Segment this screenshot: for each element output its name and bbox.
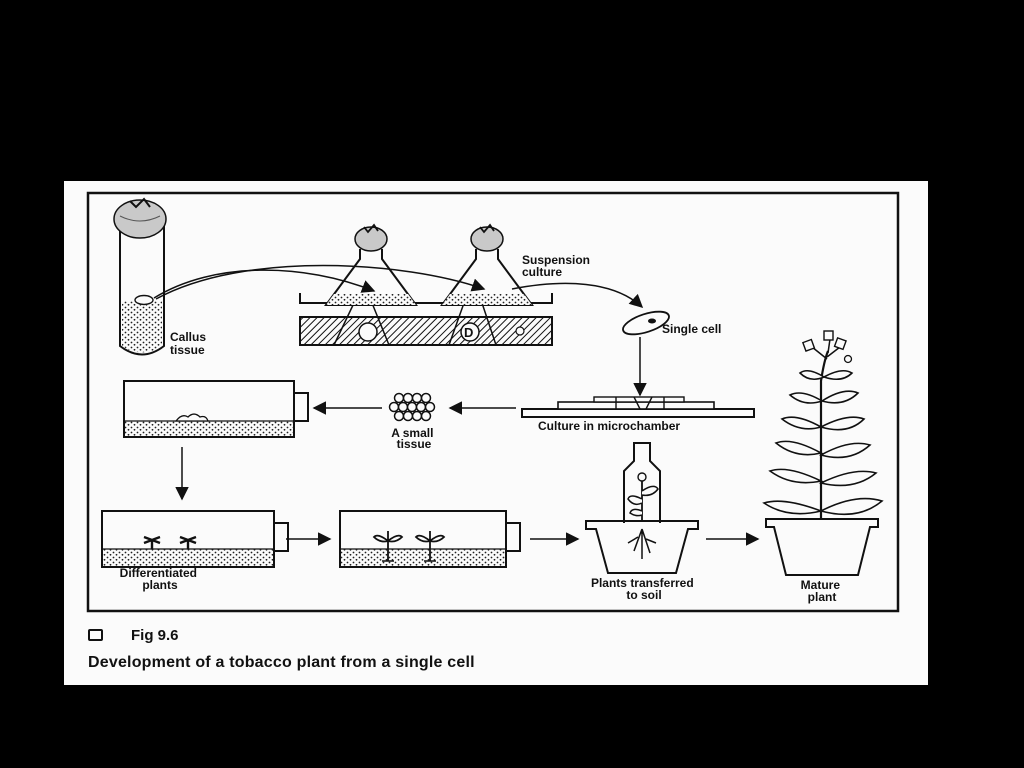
arrow-flask-to-cell <box>511 282 644 309</box>
svg-text:D: D <box>464 325 473 340</box>
label-small-tissue: A small tissue <box>391 426 437 451</box>
figure-title: Development of a tobacco plant from a si… <box>88 654 475 671</box>
flask-1 <box>324 223 418 306</box>
tobacco-development-diagram: Callus tissue D Suspension culture <box>86 191 900 613</box>
shaker-platform: D <box>299 293 553 346</box>
callus-blob <box>134 294 154 306</box>
culture-dish-differentiated <box>101 510 289 568</box>
figure-number-line: Fig 9.6 <box>88 624 908 646</box>
mature-tobacco-plant <box>762 330 884 576</box>
small-tissue-cluster <box>388 392 436 422</box>
arrow-callus-to-flask2 <box>155 264 486 300</box>
arrow-callus-to-flask1 <box>153 269 376 299</box>
test-tube <box>113 197 167 356</box>
figure-sheet: Callus tissue D Suspension culture <box>64 181 928 685</box>
label-culture-in-microchamber: Culture in microchamber <box>538 419 680 433</box>
label-plants-transferred: Plants transferred to soil <box>591 576 697 602</box>
culture-dish-plantlets <box>339 510 521 568</box>
label-suspension-culture: Suspension culture <box>522 253 593 279</box>
label-single-cell: Single cell <box>662 322 721 336</box>
figure-caption: Fig 9.6 Development of a tobacco plant f… <box>88 624 908 672</box>
label-differentiated-plants: Differentiated plants <box>120 566 201 592</box>
flask-2 <box>440 223 534 306</box>
pot-with-bell-jar <box>585 442 699 574</box>
microchamber <box>521 396 755 418</box>
figure-border <box>86 191 900 613</box>
single-cell <box>622 310 670 336</box>
culture-dish-1 <box>123 380 309 438</box>
figure-number: Fig 9.6 <box>131 626 179 644</box>
label-callus-tissue: Callus tissue <box>170 330 209 357</box>
square-bullet-icon <box>88 629 103 641</box>
tube-plug <box>113 199 167 239</box>
label-mature-plant: Mature plant <box>801 578 844 604</box>
